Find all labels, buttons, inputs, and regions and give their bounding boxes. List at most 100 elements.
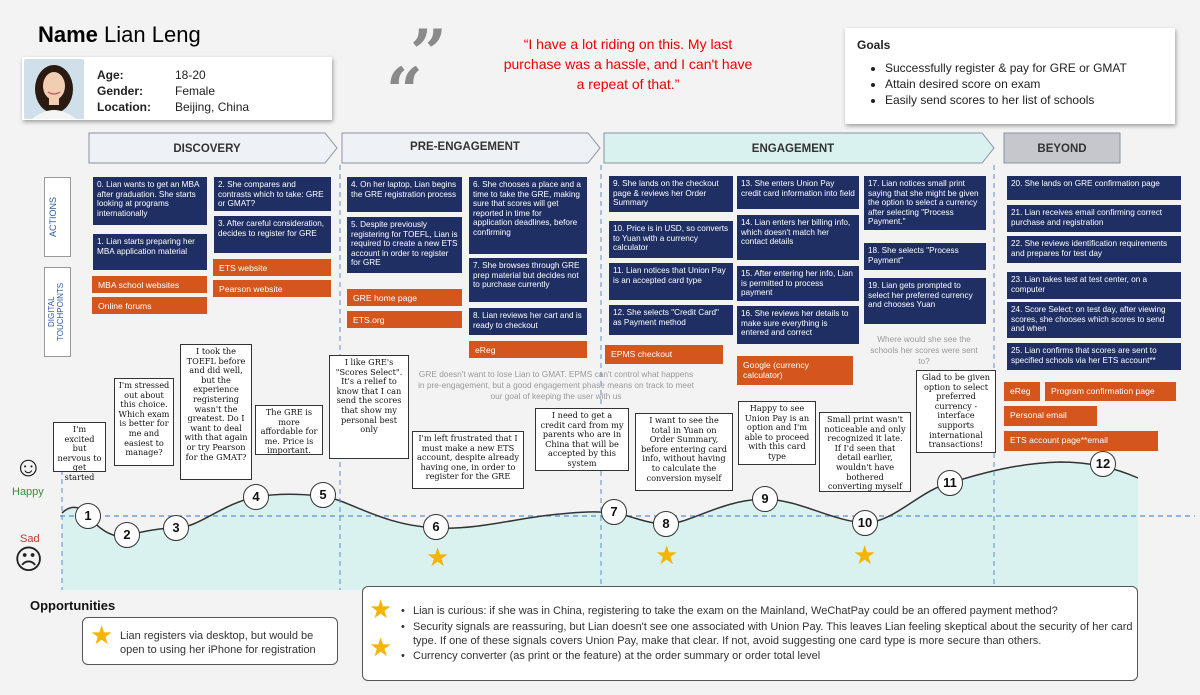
action-card: 0. Lian wants to get an MBA after gradua… [93, 177, 207, 225]
journey-point: 6 [423, 514, 449, 540]
touchpoint-tag: EPMS checkout [605, 345, 723, 364]
opportunity-item: Currency converter (as print or the feat… [413, 650, 821, 662]
speech-bubble: I like GRE's "Scores Select". It's a rel… [329, 355, 409, 459]
action-card: 23. Lian takes test at test center, on a… [1007, 272, 1181, 299]
touchpoint-tag: ETS account page**email [1004, 431, 1158, 451]
journey-point: 5 [310, 482, 336, 508]
journey-point: 1 [75, 503, 101, 529]
action-card: 16. She reviews her details to make sure… [737, 306, 859, 344]
age-label: Age: [97, 68, 124, 82]
speech-bubble: I'm left frustrated that I must make a n… [412, 431, 524, 489]
goal-item: Easily send scores to her list of school… [885, 92, 1163, 108]
goal-item: Attain desired score on exam [885, 76, 1163, 92]
phase-label-discovery: DISCOVERY [173, 143, 241, 155]
touchpoint-tag: Personal email [1004, 406, 1097, 426]
journey-point: 10 [852, 510, 878, 536]
journey-point: 11 [937, 470, 963, 496]
action-card: 13. She enters Union Pay credit card inf… [737, 176, 859, 209]
opportunity-item: Security signals are reassuring, but Lia… [413, 621, 1133, 647]
action-card: 1. Lian starts preparing her MBA applica… [93, 234, 207, 270]
goals-card: Goals Successfully register & pay for GR… [845, 28, 1175, 124]
action-card: 10. Price is in USD, so converts to Yuan… [609, 221, 733, 258]
action-card: 14. Lian enters her billing info, which … [737, 215, 859, 260]
persona-name: Name Lian Leng [38, 22, 201, 47]
touchpoints-label-box [44, 267, 71, 357]
beyond-note: Where would she see the schools her scor… [870, 334, 978, 366]
touchpoint-tag: ETS website [213, 259, 331, 276]
action-card: 22. She reviews identification requireme… [1007, 236, 1181, 263]
emotion-area [62, 462, 1138, 590]
pre-engagement-note: GRE doesn't want to lose Lian to GMAT. E… [418, 369, 694, 401]
action-card: 20. She lands on GRE confirmation page [1007, 176, 1181, 200]
touchpoint-tag: Pearson website [213, 280, 331, 297]
close-quote-icon: ” [410, 16, 447, 91]
journey-point: 4 [243, 484, 269, 510]
action-card: 4. On her laptop, Lian begins the GRE re… [347, 177, 462, 212]
journey-point: 9 [752, 486, 778, 512]
touchpoint-tag: Google (currency calculator) [737, 356, 853, 385]
star-icon: ★ [369, 632, 393, 662]
action-card: 8. Lian reviews her cart and is ready to… [469, 308, 587, 335]
bullet-dot: • [401, 621, 405, 633]
touchpoint-tag: GRE home page [347, 289, 462, 306]
touchpoint-tag: eReg [469, 341, 587, 358]
journey-point: 12 [1090, 451, 1116, 477]
age-value: 18-20 [175, 68, 206, 82]
journey-point: 7 [601, 499, 627, 525]
action-card: 7. She browses through GRE prep material… [469, 258, 587, 302]
persona-avatar [24, 59, 84, 119]
action-card: 9. She lands on the checkout page & revi… [609, 176, 733, 212]
goal-item: Successfully register & pay for GRE or G… [885, 60, 1163, 76]
star-icon: ★ [369, 594, 393, 624]
action-card: 6. She chooses a place and a time to tak… [469, 177, 587, 254]
speech-bubble: I'm excited but nervous to get started [53, 422, 106, 482]
action-card: 2. She compares and contrasts which to t… [214, 177, 331, 211]
happy-label: Happy [12, 486, 44, 498]
touchpoint-tag: eReg [1004, 382, 1040, 401]
phase-label-preengagement: PRE-ENGAGEMENT [410, 141, 520, 153]
action-card: 17. Lian notices small print saying that… [864, 176, 986, 230]
happy-face-icon: ☺ [14, 451, 43, 482]
phase-arrow-beyond [1003, 132, 1121, 164]
location-label: Location: [97, 100, 151, 114]
action-card: 3. After careful consideration, decides … [214, 216, 331, 253]
journey-point: 3 [163, 515, 189, 541]
phase-arrow-preengagement [341, 132, 601, 164]
journey-point: 2 [114, 522, 140, 548]
bullet-dot: • [401, 650, 405, 662]
touchpoint-tag: ETS.org [347, 311, 462, 328]
gender-value: Female [175, 84, 216, 98]
star-icon: ★ [426, 542, 450, 572]
open-quote-icon: “ [386, 54, 423, 129]
opportunity-left-box [82, 617, 338, 665]
sad-label: Sad [20, 533, 40, 545]
opportunity-item: Lian is curious: if she was in China, re… [413, 605, 1058, 617]
goals-title: Goals [857, 38, 891, 52]
speech-bubble: I want to see the total in Yuan on Order… [635, 413, 733, 491]
action-card: 15. After entering her info, Lian is per… [737, 266, 859, 301]
touchpoint-tag: Online forums [92, 297, 207, 314]
journey-point: 8 [653, 511, 679, 537]
action-card: 5. Despite previously registering for TO… [347, 217, 462, 273]
touchpoint-tag: Program confirmation page [1045, 382, 1176, 401]
persona-quote: “I have a lot riding on this. My last pu… [503, 36, 753, 92]
action-card: 21. Lian receives email confirming corre… [1007, 205, 1181, 232]
star-icon: ★ [853, 540, 877, 570]
star-icon: ★ [655, 540, 679, 570]
actions-label-box [44, 177, 71, 257]
speech-bubble: I took the TOEFL before and did well, bu… [180, 344, 252, 480]
opportunity-left-text: Lian registers via desktop, but would be… [120, 630, 316, 656]
action-card: 12. She selects "Credit Card" as Payment… [609, 305, 733, 335]
location-value: Beijing, China [175, 100, 250, 114]
gender-label: Gender: [97, 84, 144, 98]
sad-face-icon: ☹ [14, 544, 44, 575]
phase-arrow-discovery [88, 132, 338, 164]
opportunities-title: Opportunities [30, 598, 116, 613]
speech-bubble: Glad to be given option to select prefer… [916, 370, 996, 453]
speech-bubble: The GRE is more affordable for me. Price… [255, 405, 323, 455]
touchpoint-tag: MBA school websites [92, 276, 207, 293]
action-card: 24. Score Select: on test day, after vie… [1007, 302, 1181, 338]
action-card: 18. She selects "Process Payment" [864, 243, 986, 270]
phase-label-beyond: BEYOND [1037, 143, 1087, 155]
